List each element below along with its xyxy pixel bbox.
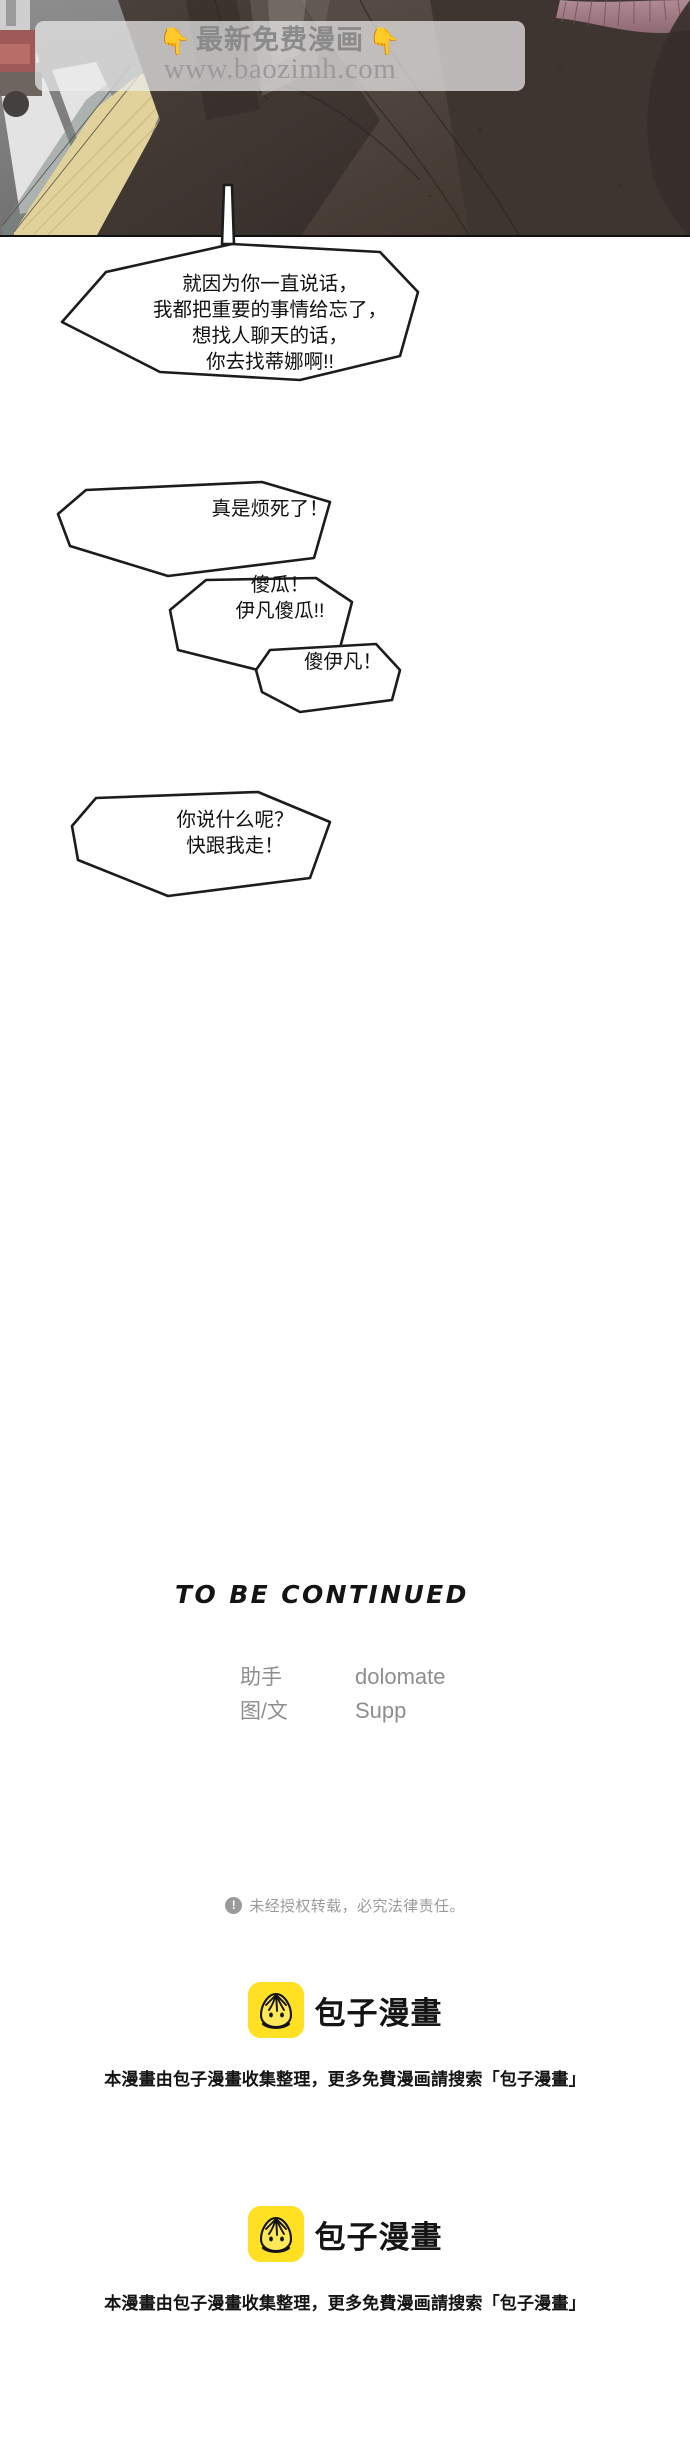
baozi-footer-block-2: 包子漫畫 本漫畫由包子漫畫收集整理，更多免費漫画請搜索「包子漫畫」	[0, 2206, 690, 2314]
credits-block: 助手 dolomate 图/文 Supp	[240, 1662, 670, 1729]
credit-row: 助手 dolomate	[240, 1662, 670, 1692]
credit-role: 助手	[240, 1666, 282, 1689]
baozi-brand-name: 包子漫畫	[314, 1995, 443, 2031]
speech-bubble-1-text: 就因为你一直说话， 我都把重要的事情给忘了， 想找人聊天的话， 你去找蒂娜啊!!	[152, 273, 387, 373]
baozi-brand[interactable]: 包子漫畫	[0, 2206, 690, 2262]
comic-panel-image: 👇 最新免费漫画 👇 www.baozimh.com	[0, 0, 690, 237]
baozi-brand-name: 包子漫畫	[314, 2219, 443, 2255]
baozi-tagline: 本漫畫由包子漫畫收集整理，更多免費漫画請搜索「包子漫畫」	[104, 2294, 586, 2313]
watermark-url: www.baozimh.com	[163, 53, 397, 86]
pointing-down-hand-icon: 👇	[158, 25, 192, 56]
speech-bubble-3-text: 傻瓜！ 伊凡傻瓜!!	[235, 574, 325, 622]
baozi-brand[interactable]: 包子漫畫	[0, 1982, 690, 2038]
speech-bubble-5-text: 你说什么呢？ 快跟我走！	[176, 809, 294, 857]
pointing-down-hand-icon: 👇	[368, 25, 402, 56]
speech-bubble-4-text: 傻伊凡！	[303, 651, 382, 673]
warning-exclamation-icon: !	[225, 1897, 243, 1914]
baozi-tagline: 本漫畫由包子漫畫收集整理，更多免費漫画請搜索「包子漫畫」	[104, 2070, 586, 2089]
site-watermark: 👇 最新免费漫画 👇 www.baozimh.com	[35, 21, 525, 91]
baozi-footer-block-1: 包子漫畫 本漫畫由包子漫畫收集整理，更多免費漫画請搜索「包子漫畫」	[0, 1982, 690, 2090]
copyright-text: 未经授权转载，必究法律责任。	[249, 1898, 465, 1915]
to-be-continued-label: TO BE CONTINUED	[175, 1580, 469, 1609]
baozi-bun-logo-icon	[247, 2206, 304, 2262]
copyright-notice: ! 未经授权转载，必究法律责任。	[0, 1895, 690, 1916]
credit-row: 图/文 Supp	[240, 1696, 670, 1726]
speech-bubble-2-text: 真是烦死了！	[211, 498, 329, 520]
credit-role: 图/文	[240, 1699, 288, 1723]
credit-name: dolomate	[355, 1664, 446, 1689]
credit-name: Supp	[355, 1697, 407, 1723]
baozi-bun-logo-icon	[247, 1982, 304, 2038]
watermark-line-1: 最新免费漫画	[196, 25, 364, 56]
